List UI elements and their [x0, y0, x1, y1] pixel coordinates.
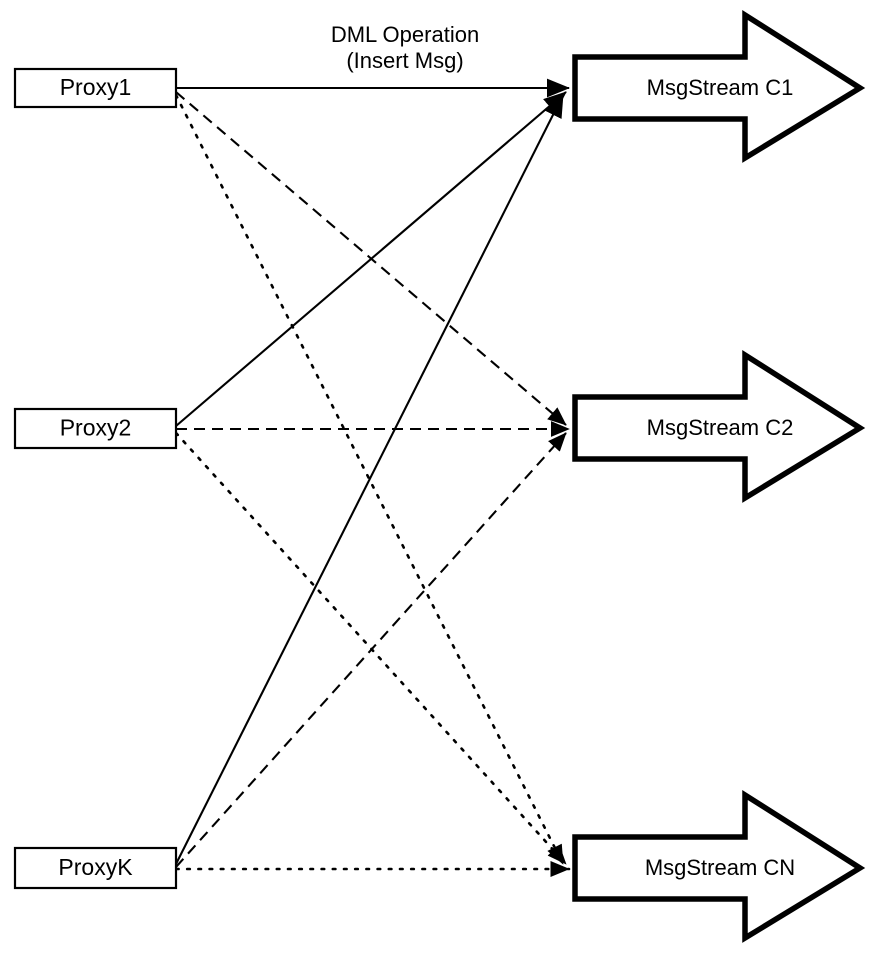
- dml-operation-label: DML Operation (Insert Msg): [331, 22, 479, 73]
- edge-proxy1-to-msgstream-cn[interactable]: [174, 93, 565, 866]
- msgstream-cn-label: MsgStream CN: [645, 855, 795, 880]
- edge-proxy2-to-msgstream-c1[interactable]: [175, 91, 567, 427]
- node-proxyk[interactable]: ProxyK: [13, 846, 178, 890]
- msgstream-group: MsgStream C1 MsgStream C2 MsgStream CN: [572, 9, 866, 943]
- node-proxy1[interactable]: Proxy1: [13, 67, 178, 109]
- proxy-node-group: Proxy1 Proxy2 ProxyK: [13, 67, 178, 890]
- msgstream-c1-arrow-shape[interactable]: [572, 9, 866, 163]
- edge-proxyk-to-msgstream-c1[interactable]: [175, 94, 564, 865]
- msgstream-c2[interactable]: MsgStream C2: [572, 349, 866, 503]
- node-proxy2-label: Proxy2: [60, 415, 132, 441]
- msgstream-c1-label: MsgStream C1: [647, 75, 794, 100]
- node-proxyk-label: ProxyK: [58, 854, 133, 880]
- node-proxy1-rect[interactable]: [13, 67, 178, 109]
- msgstream-cn[interactable]: MsgStream CN: [572, 789, 866, 943]
- edge-proxyk-to-msgstream-c2[interactable]: [175, 432, 567, 868]
- msgstream-c1[interactable]: MsgStream C1: [572, 9, 866, 163]
- msgstream-c2-label: MsgStream C2: [647, 415, 794, 440]
- edge-group: [174, 78, 571, 878]
- node-proxy2[interactable]: Proxy2: [13, 407, 178, 450]
- node-proxy1-label: Proxy1: [60, 74, 132, 100]
- msgstream-cn-arrow-shape[interactable]: [572, 789, 866, 943]
- dml-operation-label-line1: DML Operation: [331, 22, 479, 47]
- msgstream-c2-arrow-shape[interactable]: [572, 349, 866, 503]
- node-proxyk-rect[interactable]: [13, 846, 178, 890]
- node-proxy2-rect[interactable]: [13, 407, 178, 450]
- dml-operation-label-line2: (Insert Msg): [346, 48, 463, 73]
